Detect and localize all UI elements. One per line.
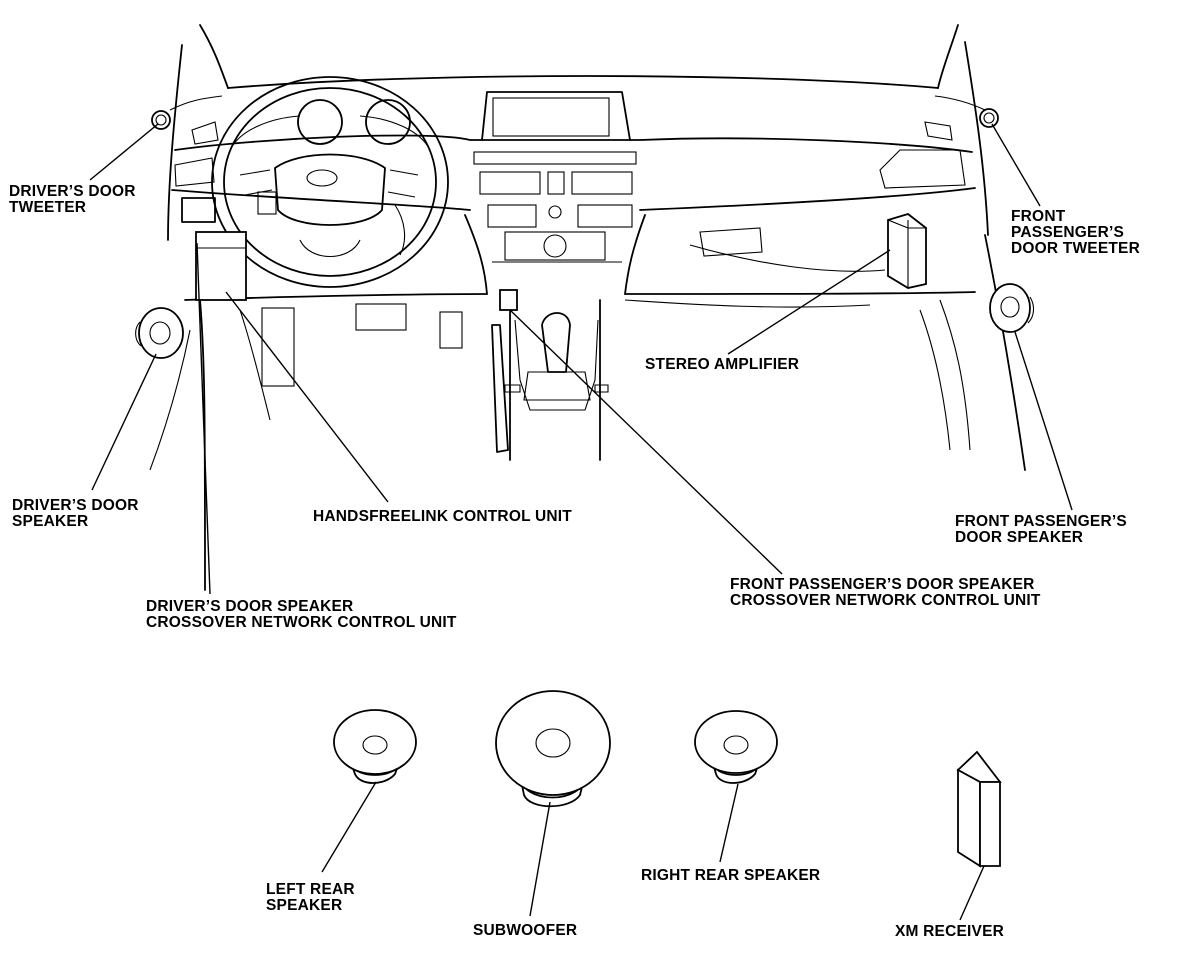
label-front-passengers-door-tweeter: FRONT PASSENGER’S DOOR TWEETER: [1011, 209, 1140, 257]
leader-front-passengers-crossover: [509, 309, 783, 575]
label-handsfreelink-control-unit: HANDSFREELINK CONTROL UNIT: [313, 509, 572, 525]
leader-left-rear-speaker: [321, 781, 377, 873]
label-line: DRIVER’S DOOR: [9, 183, 136, 200]
label-drivers-door-tweeter: DRIVER’S DOOR TWEETER: [9, 184, 136, 216]
label-right-rear-speaker: RIGHT REAR SPEAKER: [641, 868, 820, 884]
label-line: XM RECEIVER: [895, 923, 1004, 940]
label-line: PASSENGER’S: [1011, 224, 1125, 241]
label-front-passengers-crossover: FRONT PASSENGER’S DOOR SPEAKER CROSSOVER…: [730, 577, 1041, 609]
drivers-side-under-dash: [149, 191, 463, 591]
label-line: SUBWOOFER: [473, 922, 578, 939]
subwoofer-shape: [495, 690, 611, 808]
label-subwoofer: SUBWOOFER: [473, 923, 577, 939]
leader-front-passengers-door-speaker: [1014, 331, 1073, 511]
label-line: HANDSFREELINK CONTROL UNIT: [313, 508, 572, 525]
label-line: CROSSOVER NETWORK CONTROL UNIT: [146, 614, 457, 631]
label-stereo-amplifier: STEREO AMPLIFIER: [645, 357, 799, 373]
label-drivers-crossover: DRIVER’S DOOR SPEAKER CROSSOVER NETWORK …: [146, 599, 457, 631]
leader-handsfreelink: [225, 291, 389, 503]
label-line: STEREO AMPLIFIER: [645, 356, 800, 373]
left-rear-speaker-shape: [333, 709, 417, 784]
label-line: RIGHT REAR SPEAKER: [641, 867, 821, 884]
leader-subwoofer: [529, 801, 551, 917]
leader-drivers-crossover: [196, 242, 211, 595]
label-drivers-door-speaker: DRIVER’S DOOR SPEAKER: [12, 498, 139, 530]
label-line: DOOR TWEETER: [1011, 240, 1140, 257]
label-line: DRIVER’S DOOR: [12, 497, 139, 514]
label-line: FRONT: [1011, 208, 1066, 225]
steering-wheel: [211, 76, 449, 288]
label-line: DOOR SPEAKER: [955, 529, 1084, 546]
label-left-rear-speaker: LEFT REAR SPEAKER: [266, 882, 355, 914]
leader-drivers-door-tweeter: [89, 123, 159, 181]
front-passengers-crossover-shape: [499, 289, 518, 311]
label-line: FRONT PASSENGER’S: [955, 513, 1127, 530]
label-xm-receiver: XM RECEIVER: [895, 924, 1004, 940]
leader-front-passengers-door-tweeter: [991, 123, 1041, 207]
drivers-door-speaker-shape: [135, 307, 184, 359]
right-rear-speaker-shape: [694, 710, 778, 784]
front-passengers-door-speaker-shape: [989, 283, 1035, 333]
label-line: FRONT PASSENGER’S DOOR SPEAKER: [730, 576, 1035, 593]
xm-receiver-shape: [956, 750, 1002, 868]
leader-xm-receiver: [959, 865, 985, 921]
stereo-amplifier-shape: [887, 213, 927, 289]
leader-drivers-door-speaker: [91, 353, 157, 491]
label-line: CROSSOVER NETWORK CONTROL UNIT: [730, 592, 1041, 609]
label-line: DRIVER’S DOOR SPEAKER: [146, 598, 354, 615]
passengers-side-under-dash: [624, 234, 1026, 471]
label-line: TWEETER: [9, 199, 87, 216]
center-stack: [473, 91, 637, 461]
leader-stereo-amplifier: [727, 249, 891, 355]
cabin-outline: [167, 24, 989, 241]
label-line: LEFT REAR: [266, 881, 355, 898]
label-line: SPEAKER: [12, 513, 89, 530]
leader-right-rear-speaker: [719, 783, 739, 863]
leader-lines: [89, 123, 1073, 921]
label-front-passengers-door-speaker: FRONT PASSENGER’S DOOR SPEAKER: [955, 514, 1127, 546]
front-passengers-door-tweeter-shape: [979, 108, 999, 128]
label-line: SPEAKER: [266, 897, 343, 914]
